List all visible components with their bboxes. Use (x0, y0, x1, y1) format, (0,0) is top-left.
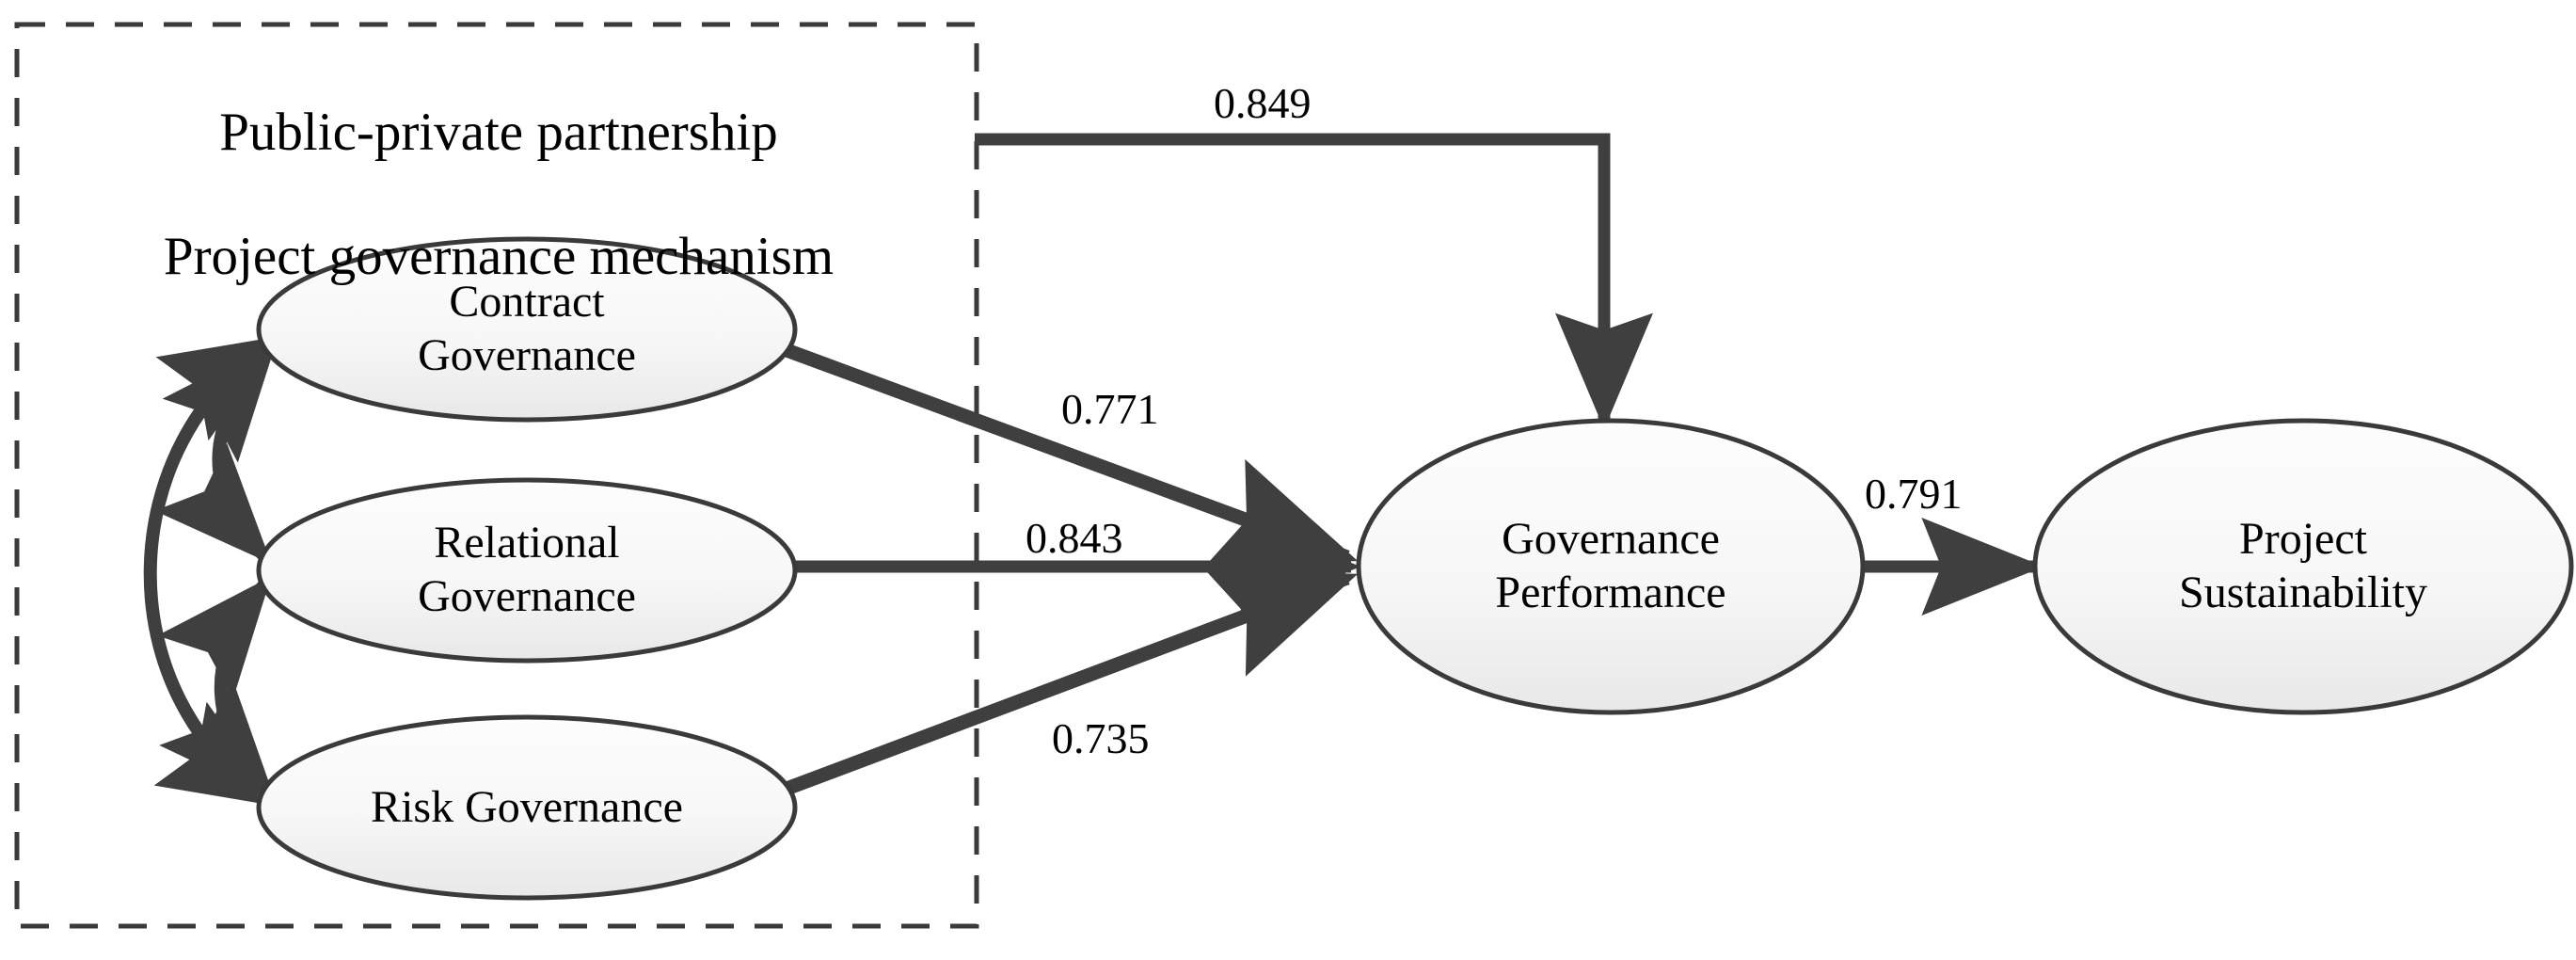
correlation-contract-risk (143, 335, 283, 808)
node-contract-governance[interactable] (256, 236, 798, 423)
node-project-sustainability[interactable] (2032, 418, 2574, 715)
group-title: Public-private partnership Project gover… (38, 40, 960, 351)
node-risk-governance[interactable] (256, 714, 798, 901)
node-governance-performance[interactable] (1356, 418, 1866, 715)
coefficient-label-ppp-to-performance: 0.849 (1214, 79, 1312, 127)
path-ppp-to-performance (975, 133, 1653, 430)
group-title-line-1: Public-private partnership (219, 103, 778, 163)
coefficient-label-risk-to-performance: 0.735 (1052, 714, 1150, 762)
coefficient-label-performance-to-sustainability: 0.791 (1865, 470, 1963, 518)
path-risk-to-performance (784, 570, 1359, 796)
group-title-line-2: Project governance mechanism (163, 227, 835, 287)
node-relational-governance[interactable] (256, 477, 798, 664)
coefficient-label-contract-to-performance: 0.771 (1061, 385, 1159, 433)
coefficient-label-relational-to-performance: 0.843 (1026, 514, 1123, 562)
